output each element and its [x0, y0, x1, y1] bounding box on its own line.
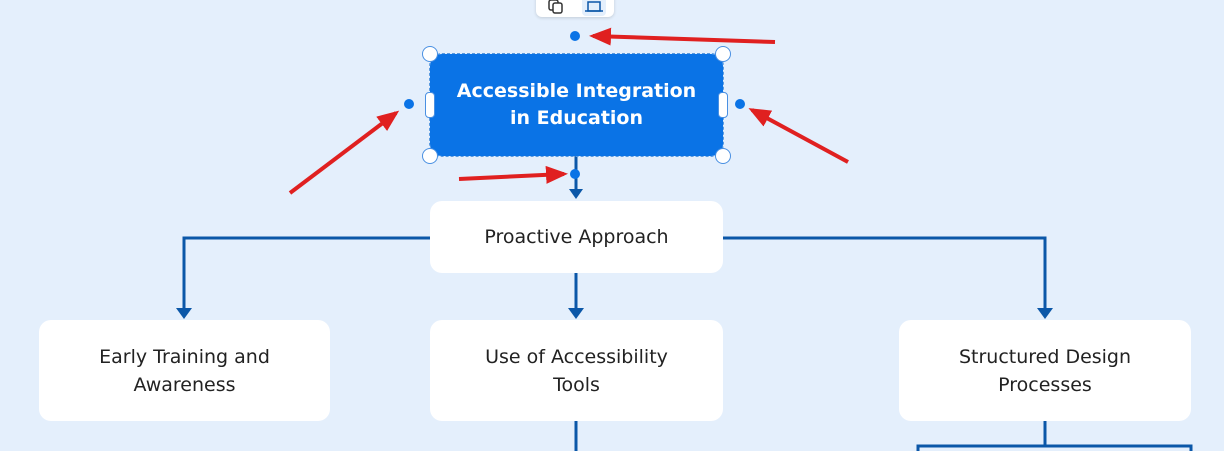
resize-handle-bottom-left[interactable]: [422, 148, 438, 164]
resize-handle-left[interactable]: [425, 92, 435, 118]
node-label-line1: Structured Design: [958, 345, 1132, 368]
node-proactive-approach[interactable]: Proactive Approach: [430, 201, 723, 273]
resize-frame-icon: [585, 1, 603, 12]
arrowhead-early-training: [176, 308, 192, 319]
node-label-line2: Tools: [553, 373, 600, 396]
connector-to-early-training: [182, 236, 430, 310]
copy-style-button[interactable]: [544, 0, 568, 16]
node-accessibility-tools[interactable]: Use of Accessibility Tools: [430, 320, 723, 421]
floating-toolbar: [536, 0, 614, 17]
root-node[interactable]: Accessible Integration in Education: [429, 53, 724, 157]
resize-handle-bottom-right[interactable]: [715, 148, 731, 164]
connection-anchor-top[interactable]: [570, 31, 580, 41]
root-node-label-line1: Accessible Integration: [456, 80, 697, 102]
resize-frame-button[interactable]: [582, 0, 606, 16]
connector-to-structured-design: [723, 236, 1047, 310]
connection-anchor-bottom[interactable]: [570, 169, 580, 179]
annotation-arrow-top: [589, 27, 776, 46]
connector-below-structured-design: [916, 421, 1193, 451]
connection-anchor-left[interactable]: [404, 99, 414, 109]
connector-arrow: [569, 189, 583, 199]
node-label-line2: Processes: [998, 373, 1092, 396]
arrowhead-structured-design: [1037, 308, 1053, 319]
resize-handle-top-right[interactable]: [715, 46, 731, 62]
node-structured-design[interactable]: Structured Design Processes: [899, 320, 1191, 421]
connection-anchor-right[interactable]: [735, 99, 745, 109]
copy-style-icon: [548, 0, 563, 14]
resize-handle-top-left[interactable]: [422, 46, 438, 62]
node-label-line1: Early Training and: [99, 345, 270, 368]
annotation-arrow-right: [748, 108, 849, 164]
node-label: Proactive Approach: [484, 226, 669, 248]
annotation-arrow-bottom: [458, 165, 568, 184]
node-label-line1: Use of Accessibility: [485, 345, 668, 368]
node-early-training[interactable]: Early Training and Awareness: [39, 320, 330, 421]
resize-handle-right[interactable]: [718, 92, 728, 118]
arrowhead-accessibility-tools: [568, 308, 584, 319]
node-label-line2: Awareness: [133, 373, 236, 396]
root-node-label-line2: in Education: [509, 107, 644, 129]
annotation-arrow-left: [288, 110, 400, 195]
